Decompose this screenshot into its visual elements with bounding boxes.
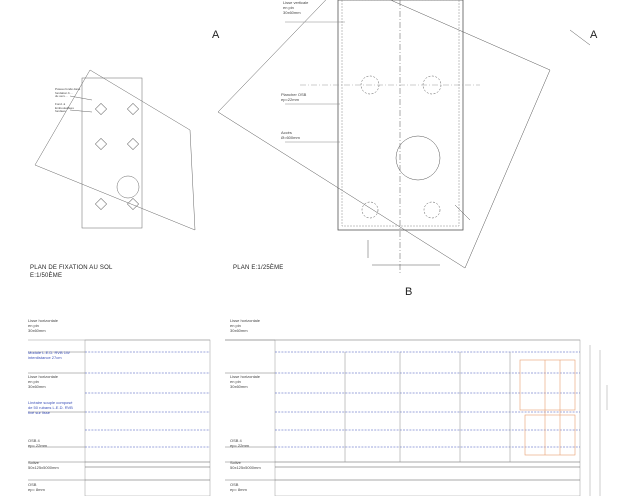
label-line: en pin [283,5,294,10]
label-line: 30x60mm [230,384,248,389]
label-line: ep= 22mm [230,443,250,448]
label-line: Solive [230,460,241,465]
label-line: 50x125x5000mm [230,465,261,470]
label-line: Ø=600mm [281,135,300,140]
label-line: fixé sur lisse [28,410,51,415]
label-line: de 50 rubans L.E.D. RVB [28,405,73,410]
label-line: en pin [28,379,39,384]
label-line: OSB [230,482,239,487]
label-line: Linéaire souple composé [28,400,73,405]
plan-label-lisse: Lisse verticale en pin 30x60mm [283,0,308,15]
main-plan [217,0,591,275]
label-line: 30x60mm [28,328,46,333]
label-line: 30x60mm [283,10,301,15]
note-line: Embouteillées [55,105,74,110]
elevation-left [28,339,211,496]
label-line: Plancher OSB [281,92,307,97]
fixation-plan-scale: E:1/50ÈME [30,273,63,279]
fixation-plan [34,69,196,231]
label-line: OSB 4 [28,438,40,443]
label-line: Lisse horizontale [230,318,261,323]
label-line: ep= 22mm [28,443,48,448]
fixation-plan-title: PLAN DE FIXATION AU SOL [30,265,113,271]
label-line: Accès [281,130,292,135]
elev-left-osb4: OSB 4 ep= 22mm [28,438,47,448]
note-line: du vers… [55,94,68,99]
label-line: interdistance 27cm [28,355,62,360]
label-line: Lisse horizontale [28,318,59,323]
label-line: 30x60mm [230,328,248,333]
label-line: 30x60mm [28,384,46,389]
label-line: en pin [230,379,241,384]
note-line: Fond. à [55,102,66,106]
elev-left-module: Module L.E.D. RVB 1W interdistance 27cm [28,350,70,360]
fixation-note-2: Fond. à Embouteillées fondées [55,102,74,114]
label-line: en pin [28,323,39,328]
note-line: fondation b… [55,90,73,95]
fixation-note-1: Poteau fondé dans fondation b… du vers… [55,87,81,99]
elevation-right [225,339,608,496]
elev-right-solive: Solive 50x125x5000mm [230,460,261,470]
section-mark-a-left: A [212,29,220,41]
label-line: Module L.E.D. RVB 1W [28,350,70,355]
label-line: OSB 4 [230,438,242,443]
label-line: 50x125x5000mm [28,465,59,470]
label-line: Solive [28,460,39,465]
elev-right-lisse-top: Lisse horizontale en pin 30x60mm [230,318,260,333]
elev-left-osb: OSB ep= 8mm [28,482,45,492]
section-mark-a-right: A [590,29,598,41]
plan-title: PLAN E:1/25ÈME [233,265,284,271]
label-line: en pin [230,323,241,328]
label-line: ep=22mm [281,97,299,102]
section-mark-b: B [405,286,413,298]
elev-right-lisse-mid: Lisse horizontale en pin 30x60mm [230,374,260,389]
label-line: OSB [28,482,37,487]
elev-right-osb4: OSB 4 ep= 22mm [230,438,249,448]
label-line: Lisse horizontale [230,374,261,379]
label-line: Lisse verticale [283,0,309,5]
note-line: fondées [55,109,66,114]
plan-label-plancher: Plancher OSB ep=22mm [281,92,306,102]
plan-label-acces: Accès Ø=600mm [281,130,300,140]
label-line: ep= 8mm [28,487,45,492]
elev-right-osb: OSB ep= 8mm [230,482,247,492]
label-line: ep= 8mm [230,487,247,492]
note-line: Poteau fondé dans [55,87,81,91]
elev-left-solive: Solive 50x125x5000mm [28,460,59,470]
elev-left-lisse-mid: Lisse horizontale en pin 30x60mm [28,374,58,389]
elev-left-lisse-top: Lisse horizontale en pin 30x60mm [28,318,58,333]
label-line: Lisse horizontale [28,374,59,379]
elev-left-lineaire: Linéaire souple composé de 50 rubans L.E… [28,400,73,415]
